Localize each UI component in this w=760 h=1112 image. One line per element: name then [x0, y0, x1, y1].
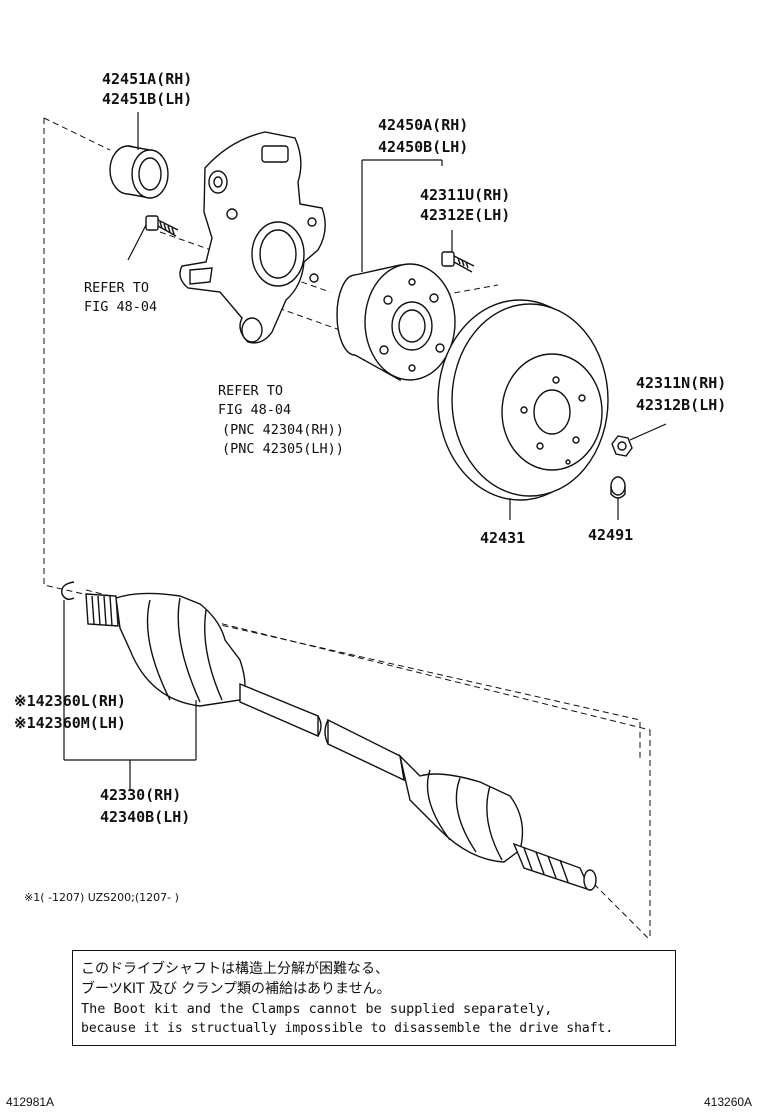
label-42312b: 42312B(LH) — [636, 396, 726, 414]
hole-plug-42491[interactable] — [610, 476, 626, 499]
label-42431: 42431 — [480, 529, 525, 547]
notice-line-jp-2: ブーツKIT 及び クランプ類の補給はありません。 — [81, 981, 391, 997]
label-fig-1: FIG 48-04 — [84, 299, 157, 315]
hub-nut-42311n[interactable] — [611, 435, 633, 457]
label-42451a: 42451A(RH) — [102, 70, 192, 88]
label-pnc-2: (PNC 42305(LH)) — [222, 441, 344, 457]
label-42311u: 42311U(RH) — [420, 186, 510, 204]
knuckle-bolt[interactable] — [145, 215, 179, 237]
notice-box: このドライブシャフトは構造上分解が困難なる、 ブーツKIT 及び クランプ類の補… — [72, 950, 676, 1046]
brake-disc-42431[interactable] — [437, 299, 609, 501]
notice-line-en-2: because it is structually impossible to … — [81, 1021, 614, 1036]
label-refer-1: REFER TO — [84, 280, 149, 296]
label-42312e: 42312E(LH) — [420, 206, 510, 224]
hub-bolt-42311u[interactable] — [441, 251, 475, 273]
corner-code-right: 413260A — [704, 1095, 752, 1109]
corner-code-left: 412981A — [6, 1095, 54, 1109]
snap-ring[interactable] — [61, 581, 75, 601]
shaft-assembly-outline — [85, 589, 651, 941]
label-pnc-1: (PNC 42304(RH)) — [222, 422, 344, 438]
label-42311n: 42311N(RH) — [636, 374, 726, 392]
label-42450b: 42450B(LH) — [378, 138, 468, 156]
hub-bearing-assembly[interactable] — [336, 263, 456, 382]
label-fig-2: FIG 48-04 — [218, 402, 291, 418]
label-42360m: ※142360M(LH) — [14, 714, 126, 732]
label-42340b: 42340B(LH) — [100, 808, 190, 826]
label-refer-2: REFER TO — [218, 383, 283, 399]
footnote: ※1( -1207) UZS200;(1207- ) — [24, 891, 179, 904]
steering-knuckle[interactable] — [179, 131, 326, 344]
notice-line-jp-1: このドライブシャフトは構造上分解が困難なる、 — [81, 961, 389, 977]
notice-line-en-1: The Boot kit and the Clamps cannot be su… — [81, 1001, 553, 1017]
label-42450a: 42450A(RH) — [378, 116, 468, 134]
label-42360l: ※142360L(RH) — [14, 692, 126, 710]
label-42330: 42330(RH) — [100, 786, 181, 804]
label-42491: 42491 — [588, 526, 633, 544]
drive-shaft-42330[interactable] — [85, 592, 597, 892]
label-42451b: 42451B(LH) — [102, 90, 192, 108]
oil-seal-42451[interactable] — [109, 145, 169, 199]
